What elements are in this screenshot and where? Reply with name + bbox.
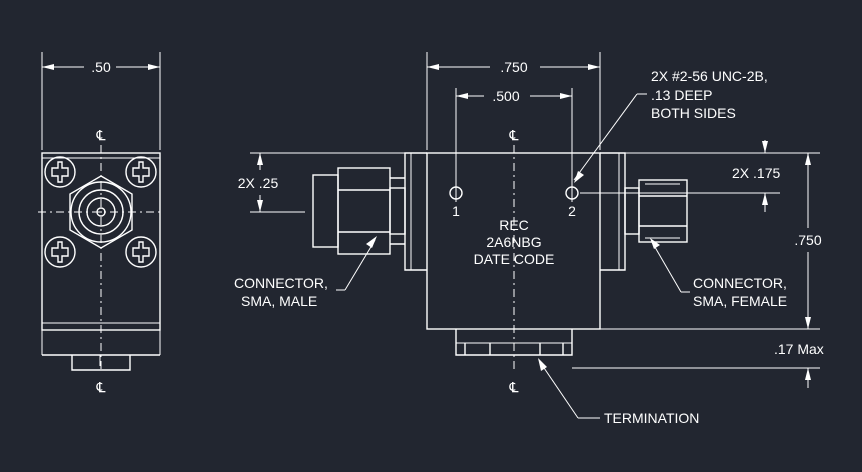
hole-spacing-dimension: .500 <box>492 88 519 104</box>
body-label-line1: REC <box>499 217 529 233</box>
left-connector-label-line2: SMA, MALE <box>241 293 317 309</box>
left-connector-label-line1: CONNECTOR, <box>234 275 328 291</box>
thread-note-line1: 2X #2-56 UNC-2B, <box>651 68 768 84</box>
screw-icon <box>125 156 157 188</box>
body-label-line3: DATE CODE <box>474 251 555 267</box>
front-body <box>426 152 601 330</box>
screw-icon <box>44 156 76 188</box>
connector-offset-dimension: 2X .25 <box>238 175 279 191</box>
termination-height-dimension: .17 Max <box>774 341 824 357</box>
front-centerline-bottom: ℄ <box>509 379 519 395</box>
side-centerline-top: ℄ <box>96 127 106 143</box>
sma-male-connector-icon <box>312 167 406 255</box>
thread-note-line3: BOTH SIDES <box>651 105 736 121</box>
front-view: .750 .500 2X #2-56 UNC-2B, .13 DEEP BOTH… <box>234 52 824 426</box>
port-hole-2-icon <box>565 184 579 202</box>
port-2-label: 2 <box>568 203 576 219</box>
screw-icon <box>125 236 157 268</box>
side-centerline-bottom: ℄ <box>96 379 106 395</box>
thread-note-line2: .13 DEEP <box>651 87 712 103</box>
side-width-dimension: .50 <box>91 59 111 75</box>
height-dimension: .750 <box>794 232 821 248</box>
sma-female-connector-icon <box>624 179 688 243</box>
connector-face-icon <box>69 175 133 249</box>
port-hole-1-icon <box>449 184 463 202</box>
right-connector-label-line2: SMA, FEMALE <box>693 293 787 309</box>
front-width-dimension: .750 <box>500 59 527 75</box>
front-centerline-top: ℄ <box>509 127 519 143</box>
screw-icon <box>44 236 76 268</box>
port-1-label: 1 <box>452 203 460 219</box>
hole-offset-dimension: 2X .175 <box>732 165 780 181</box>
right-connector-label-line1: CONNECTOR, <box>693 275 787 291</box>
side-view: .50 ℄ <box>38 52 164 395</box>
termination-label: TERMINATION <box>604 410 699 426</box>
body-label-line2: 2A6NBG <box>486 234 541 250</box>
